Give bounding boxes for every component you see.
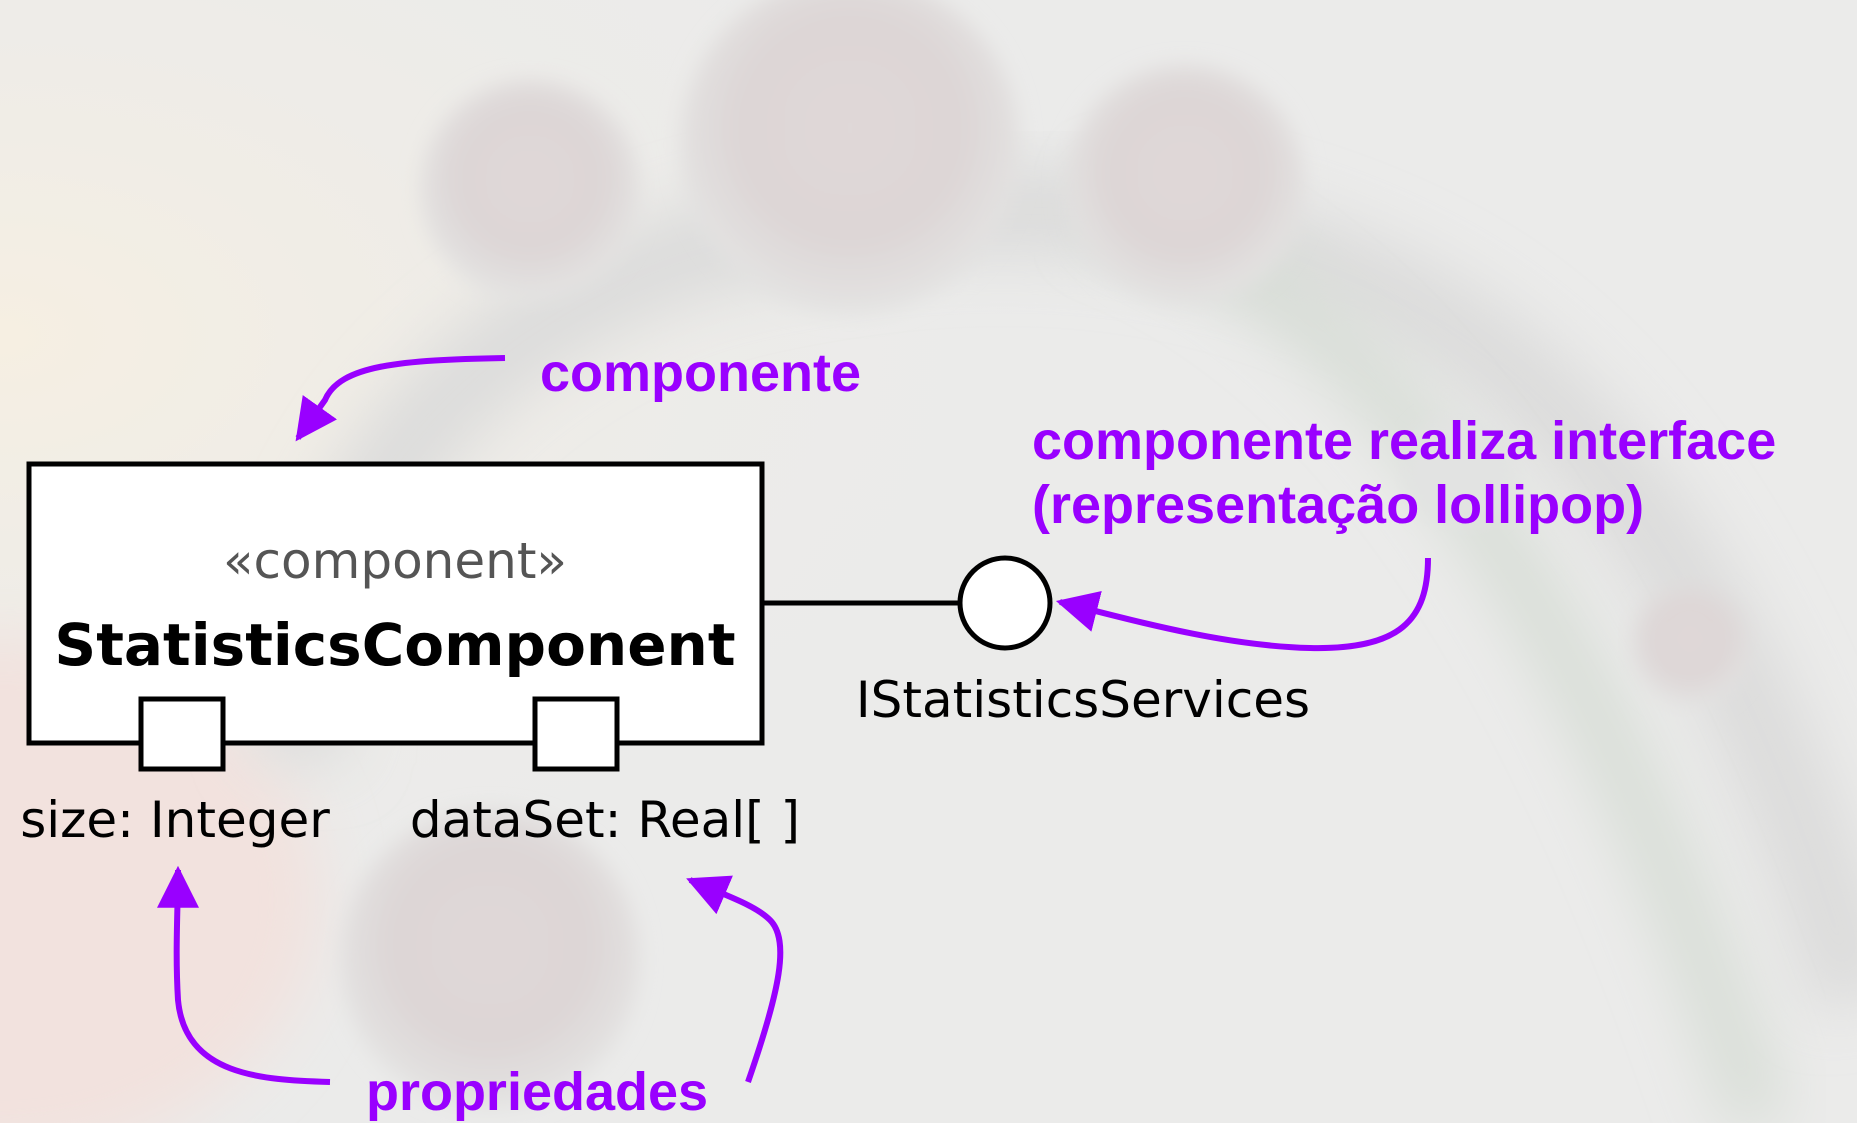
port-dataset-label: dataSet: Real[ ] xyxy=(410,791,800,849)
annotation-realizes-arrow xyxy=(1055,557,1431,652)
annotation-component-arrow xyxy=(295,355,506,442)
interface-lollipop[interactable] xyxy=(957,555,1053,651)
annotation-realizes-line1: componente realiza interface xyxy=(1032,411,1776,471)
port-size-label: size: Integer xyxy=(20,791,330,849)
port-dataset[interactable] xyxy=(532,696,620,772)
annotation-properties: propriedades xyxy=(366,1062,708,1122)
component-name: StatisticsComponent xyxy=(54,611,735,679)
annotation-properties-arrow-dataset xyxy=(686,875,784,1083)
component-stereotype: «component» xyxy=(223,532,567,590)
port-size[interactable] xyxy=(138,696,226,772)
annotation-properties-arrow-size xyxy=(156,865,331,1085)
annotation-component: componente xyxy=(540,343,861,403)
interface-name: IStatisticsServices xyxy=(856,671,1310,729)
annotation-realizes-line2: (representação lollipop) xyxy=(1032,475,1644,535)
